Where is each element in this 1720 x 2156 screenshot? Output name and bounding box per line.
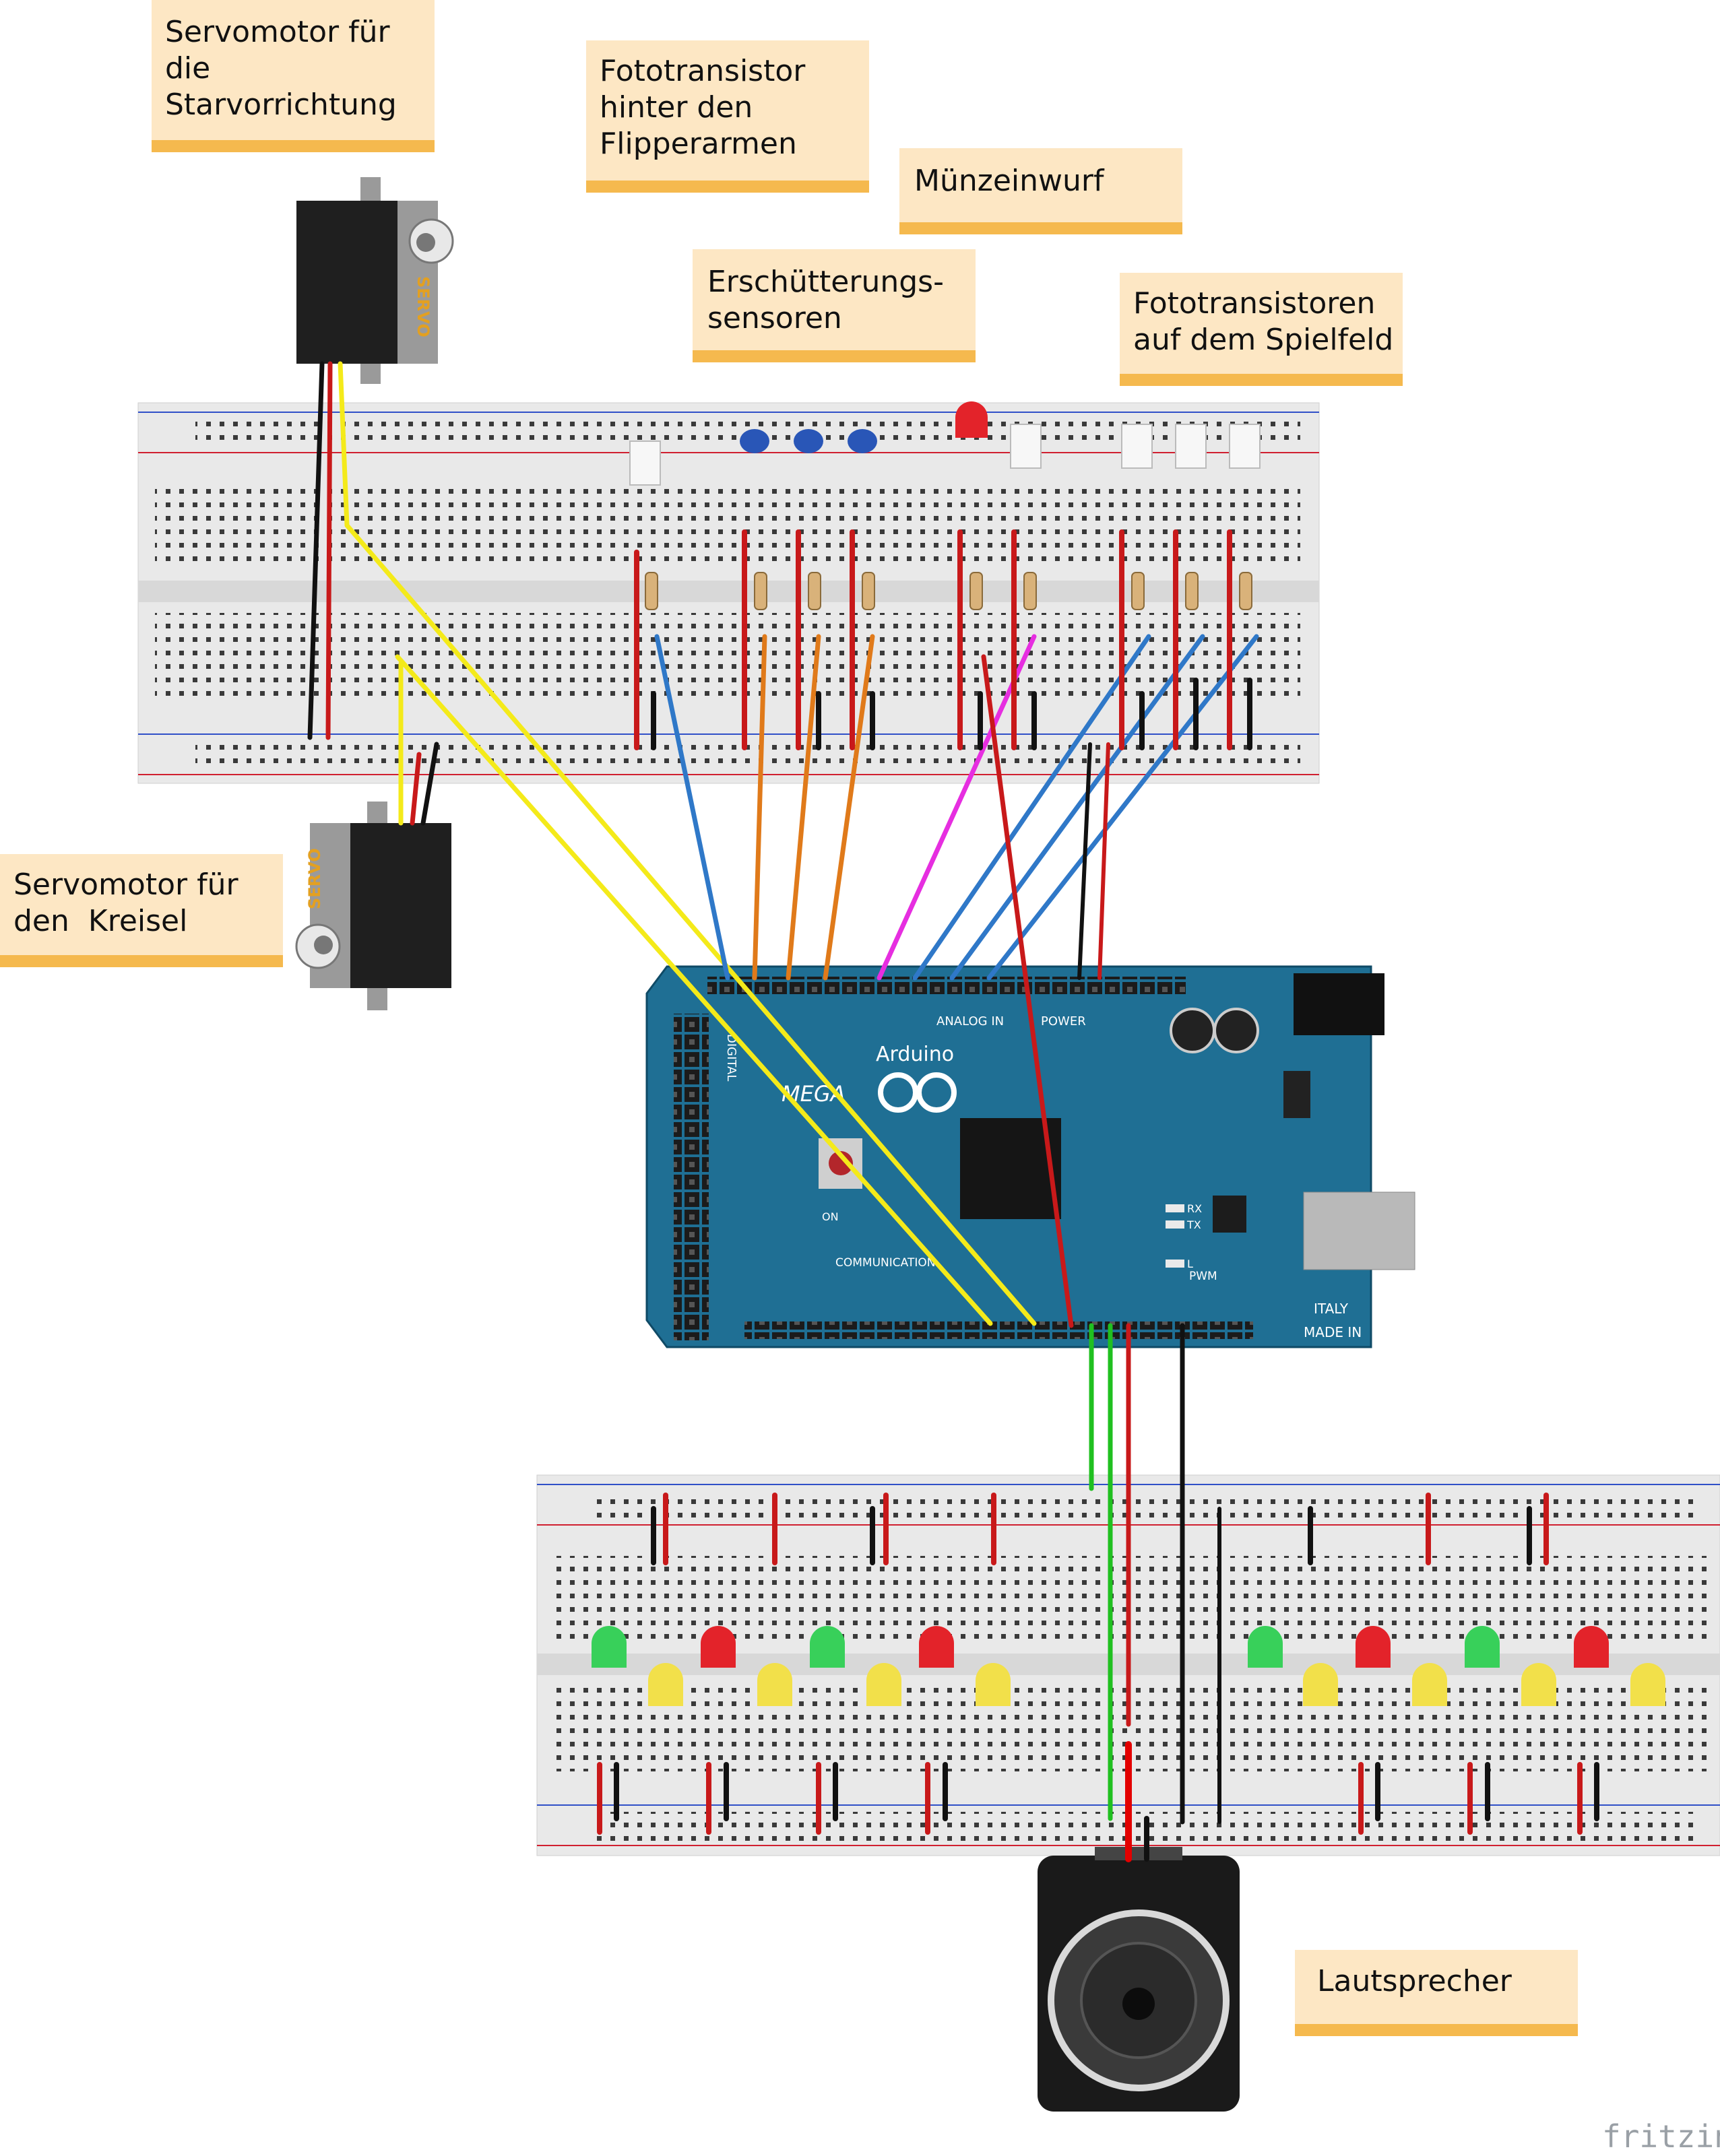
note-servo-spinner-line-1: Servomotor für <box>13 868 238 902</box>
note-coin-slot: Münzeinwurf <box>899 148 1182 234</box>
italy-label: ITALY <box>1314 1301 1349 1317</box>
top-board-sensors <box>629 401 1261 486</box>
servo-spinner: SERVO <box>295 802 451 1010</box>
note-phototransistor-flippers-line-2: hinter den <box>600 90 753 125</box>
top-board-resistors <box>645 572 1252 610</box>
analog-in-label: ANALOG IN <box>936 1014 1004 1028</box>
l-led-label: L <box>1187 1257 1193 1270</box>
servo-spinner-label: SERVO <box>305 848 324 909</box>
note-servo-starter: Servomotor für die Starvorrichtung <box>152 0 435 152</box>
top-board-jumpers <box>634 529 1252 750</box>
note-servo-starter-line-1: Servomotor für <box>165 15 390 49</box>
communication-label: COMMUNICATION <box>835 1256 935 1270</box>
note-coin-slot-line-1: Münzeinwurf <box>914 164 1105 198</box>
note-shock-sensors-line-1: Erschütterungs- <box>707 265 944 299</box>
note-phototransistor-flippers-line-1: Fototransistor <box>600 54 806 88</box>
digital-label: DIGITAL <box>724 1034 738 1081</box>
note-speaker-line-1: Lautsprecher <box>1317 1964 1512 1998</box>
servo-starter-label: SERVO <box>414 276 433 337</box>
arduino-mega-board: Arduino MEGA ANALOG IN POWER DIGITAL COM… <box>645 965 1415 1348</box>
servo-starter: SERVO <box>296 177 454 384</box>
note-phototransistor-flippers: Fototransistor hinter den Flipperarmen <box>586 40 869 193</box>
pwm-label: PWM <box>1189 1270 1217 1283</box>
note-phototransistor-flippers-line-3: Flipperarmen <box>600 127 797 161</box>
note-phototransistors-field-line-1: Fototransistoren <box>1133 286 1375 321</box>
rx-led-label: RX <box>1187 1202 1202 1215</box>
arduino-brand-label: Arduino <box>876 1043 954 1066</box>
tx-led-label: TX <box>1186 1218 1201 1231</box>
fritzing-watermark: fritzing <box>1602 2118 1720 2155</box>
note-servo-starter-line-3: Starvorrichtung <box>165 88 397 122</box>
note-shock-sensors-line-2: sensoren <box>707 301 842 335</box>
wiring <box>307 361 1259 1862</box>
note-speaker: Lautsprecher <box>1295 1950 1578 2036</box>
note-shock-sensors: Erschütterungs- sensoren <box>693 249 976 362</box>
bottom-board-leds <box>592 1493 1665 1835</box>
note-servo-spinner-line-2: den Kreisel <box>13 904 187 938</box>
note-servo-spinner: Servomotor für den Kreisel <box>0 854 283 967</box>
made-in-label: MADE IN <box>1304 1324 1362 1340</box>
note-phototransistors-field: Fototransistoren auf dem Spielfeld <box>1120 273 1403 386</box>
note-servo-starter-line-2: die <box>165 51 210 86</box>
on-led-label: ON <box>822 1210 839 1223</box>
speaker <box>1038 1847 1240 2112</box>
power-label: POWER <box>1041 1014 1086 1028</box>
note-phototransistors-field-line-2: auf dem Spielfeld <box>1133 323 1393 357</box>
